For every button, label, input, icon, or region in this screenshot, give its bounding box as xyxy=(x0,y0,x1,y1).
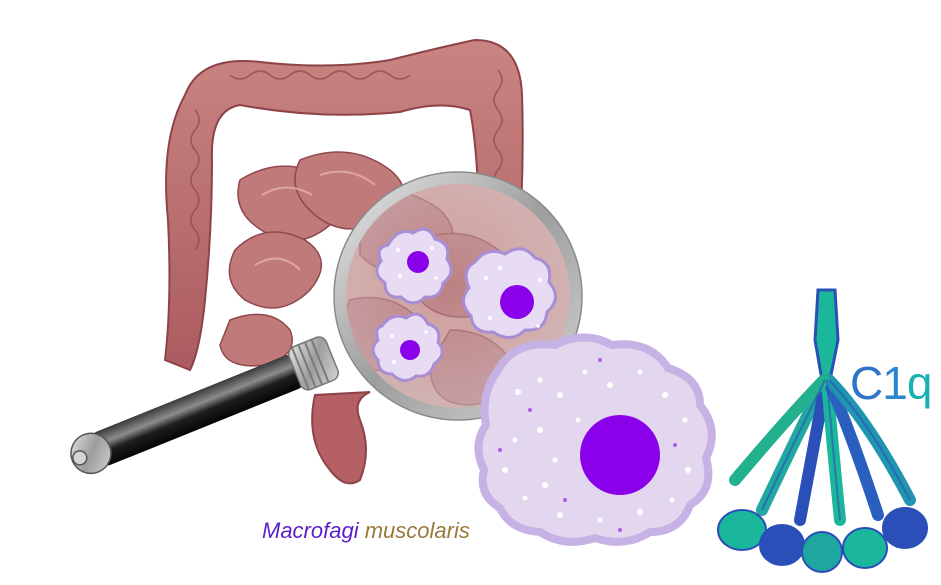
macrophage-cell-small-2 xyxy=(463,249,555,338)
caption-word-macrofagi: Macrofagi xyxy=(262,518,359,543)
caption-word-muscolaris: muscolaris xyxy=(365,518,470,543)
c1q-protein-structure xyxy=(718,290,927,572)
c1q-label-char-q: q xyxy=(907,357,932,409)
c1q-label-char-1: 1 xyxy=(882,357,907,409)
c1q-label: C1q xyxy=(850,356,931,410)
c1q-label-char-c: C xyxy=(850,357,882,409)
macrophage-cell-small-3 xyxy=(373,314,442,380)
macrophage-cell-large xyxy=(478,338,711,542)
macrophage-caption: Macrofagi muscolaris xyxy=(262,518,470,544)
